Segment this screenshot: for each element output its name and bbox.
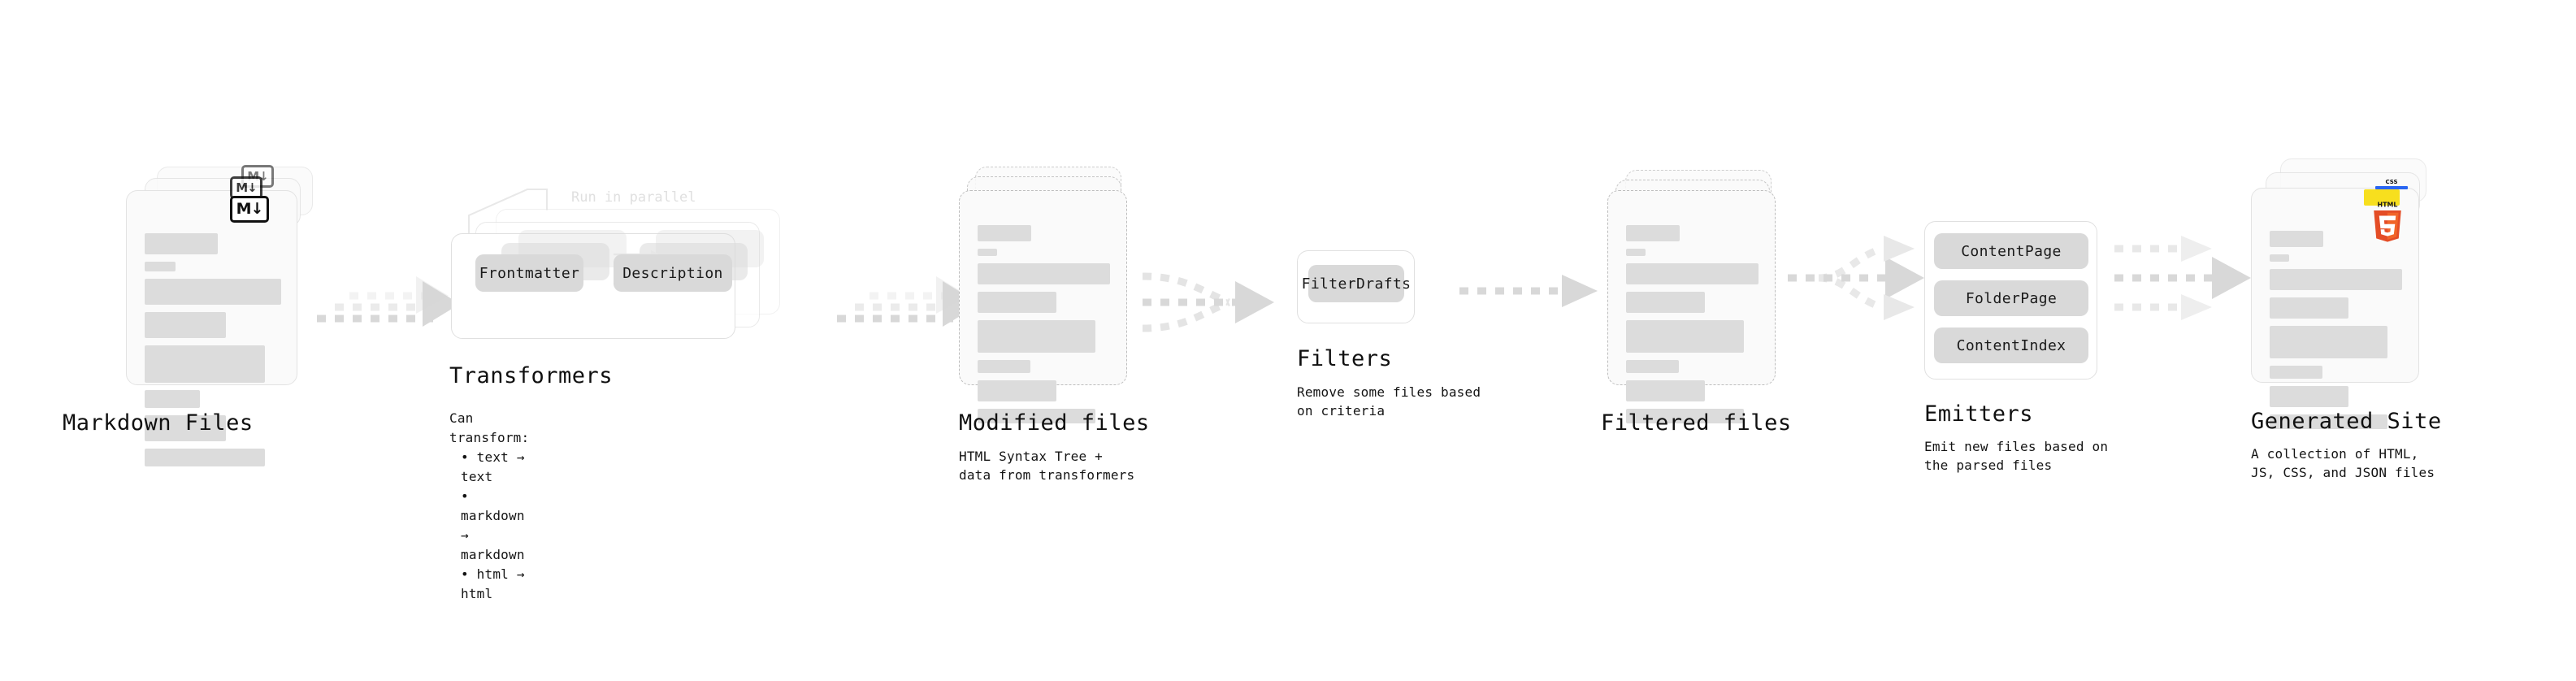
filtered-card-front — [1607, 190, 1776, 423]
stage-title-transformers: Transformers — [449, 363, 614, 388]
stage-markdown-files: M↓ M↓ M↓ Markdown Files — [63, 165, 313, 466]
filters-pill-filterdrafts[interactable]: FilterDrafts — [1302, 265, 1411, 302]
transformers-bullets: Can transform: • text → text • markdown … — [449, 409, 529, 604]
connector-filters-to-filtered — [1459, 275, 1598, 307]
connector-modified-to-filters — [1142, 272, 1274, 332]
markdown-icon-back-1: M↓ — [230, 176, 262, 199]
stage-filtered-files: Filtered files — [1601, 167, 1791, 436]
connector-filtered-to-emitters — [1788, 236, 1924, 320]
bullet-item: • text → text — [461, 449, 525, 484]
stage-generated-site: CSS HTML Generated Site A collection of … — [2251, 158, 2446, 480]
stage-subtitle-modified-files: HTML Syntax Tree + data from transformer… — [959, 449, 1135, 484]
transformer-pill-description[interactable]: Description — [614, 254, 732, 292]
js-icon — [2364, 189, 2400, 206]
transformer-pill-frontmatter[interactable]: Frontmatter — [475, 254, 583, 292]
svg-text:HTML: HTML — [2378, 201, 2398, 208]
emitters-pill-contentindex[interactable]: ContentIndex — [1934, 327, 2088, 363]
stage-modified-files: Modified files HTML Syntax Tree + data f… — [959, 167, 1149, 483]
markdown-icon: M↓ — [230, 196, 269, 223]
modified-file-stack — [959, 167, 1138, 423]
stage-subtitle-emitters: Emit new files based on the parsed files — [1924, 439, 2109, 474]
css-icon: CSS — [2375, 175, 2408, 189]
stage-subtitle-filters: Remove some files based on criteria — [1297, 384, 1481, 419]
parallel-leader-line — [468, 189, 548, 236]
bullet-item: • html → html — [461, 566, 525, 601]
parallel-label: Run in parallel — [571, 189, 696, 206]
emitters-pill-folderpage[interactable]: FolderPage — [1934, 280, 2088, 316]
markdown-file-stack: M↓ M↓ M↓ — [126, 165, 313, 466]
stage-title-emitters: Emitters — [1924, 401, 2034, 427]
connector-markdown-to-transformers — [317, 276, 460, 327]
markdown-card-skeleton — [145, 233, 281, 474]
generated-card-skeleton — [2270, 231, 2402, 436]
stage-title-modified-files: Modified files — [959, 410, 1150, 436]
filtered-card-skeleton — [1626, 225, 1759, 431]
bullet-item: • markdown → markdown — [461, 488, 525, 562]
generated-file-stack: CSS HTML — [2251, 158, 2446, 429]
modified-card-front — [959, 190, 1127, 423]
connector-emitters-to-site — [2114, 236, 2251, 320]
stage-title-filtered-files: Filtered files — [1601, 410, 1792, 436]
modified-card-skeleton — [978, 225, 1110, 431]
stage-subtitle-generated-site: A collection of HTML, JS, CSS, and JSON … — [2251, 446, 2435, 481]
stage-title-generated-site: Generated Site — [2251, 409, 2442, 434]
emitters-pill-contentpage[interactable]: ContentPage — [1934, 233, 2088, 269]
bullets-lead: Can transform: — [449, 410, 530, 445]
filtered-file-stack — [1607, 167, 1786, 423]
markdown-card-front — [126, 190, 297, 466]
stage-title-filters: Filters — [1297, 346, 1393, 371]
html5-icon: HTML — [2374, 201, 2401, 242]
stage-title-markdown-files: Markdown Files — [63, 410, 254, 436]
